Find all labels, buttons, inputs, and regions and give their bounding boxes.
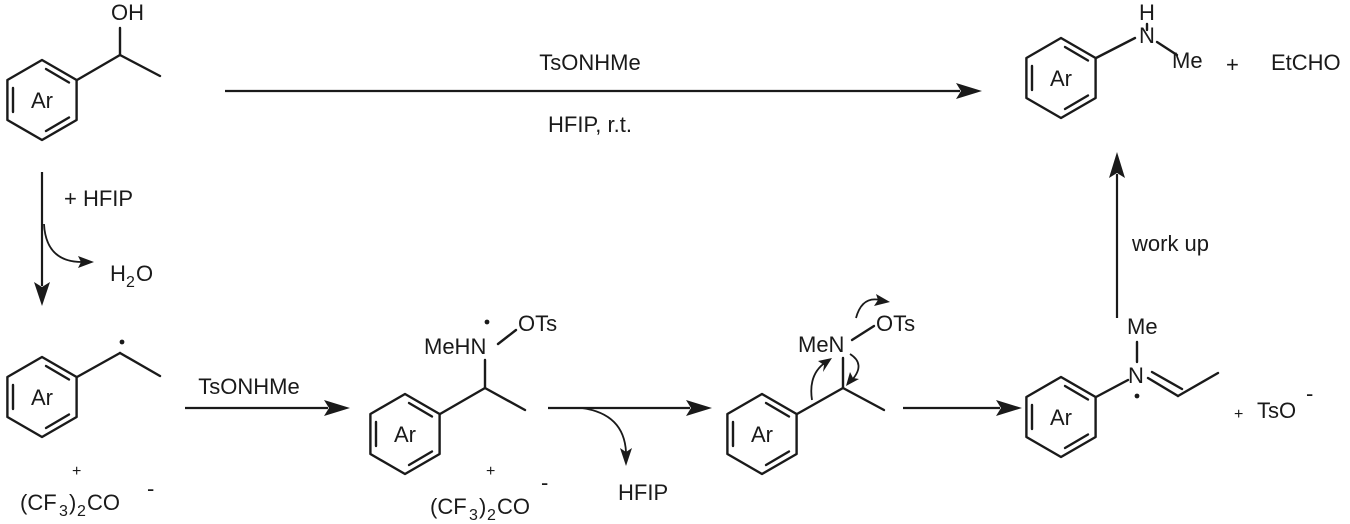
hfip-anion-sub1: 3 [59, 503, 68, 520]
step3-arrow: HFIP [548, 400, 712, 505]
aminium-adduct: Ar MeHN OTs + (CF 3 ) 2 CO - [369, 311, 557, 524]
water-o: O [136, 261, 153, 286]
benzylic-radical: Ar + (CF 3 ) 2 CO - [6, 339, 162, 520]
hfip-anion-part1: (CF [20, 490, 57, 515]
adduct-plus: + [486, 463, 495, 480]
product-h-label: H [1139, 0, 1155, 25]
adduct-ots: OTs [518, 311, 557, 336]
radical-dot [119, 339, 125, 345]
iminium-me: Me [1127, 314, 1158, 339]
adduct-anion-sub2: 2 [487, 507, 496, 524]
product-plus: + [1226, 52, 1239, 77]
product-n-label: N [1139, 23, 1155, 48]
iminium-intermediate: Ar Me N + TsO - [1025, 314, 1313, 459]
radical-cation-dot [484, 319, 490, 325]
migration-men: MeN [798, 332, 844, 357]
migration-intermediate: Ar MeN OTs [726, 294, 915, 476]
top-reagent: TsONHMe [539, 50, 640, 75]
step5-arrow: work up [1109, 152, 1209, 318]
adduct-anion-charge: - [541, 470, 548, 495]
step5-label: work up [1131, 231, 1209, 256]
hfip-anion-sub2: 2 [77, 503, 86, 520]
water-subscript: 2 [126, 274, 135, 291]
ring-label: Ar [394, 422, 416, 447]
top-conditions: HFIP, r.t. [548, 112, 632, 137]
ring-label: Ar [1050, 66, 1072, 91]
step2-arrow: TsONHMe [185, 374, 350, 416]
hfip-anion-part2: ) [69, 490, 76, 515]
iminium-plus: + [1234, 406, 1243, 423]
radical-cation-dot [1134, 393, 1140, 399]
product-n-methylaniline: Ar H N Me + EtCHO [1025, 0, 1341, 120]
start-alcohol: Ar OH [6, 0, 162, 142]
top-reaction-arrow: TsONHMe HFIP, r.t. [225, 50, 982, 137]
ring-label: Ar [31, 88, 53, 113]
step4-arrow [903, 400, 1022, 416]
step1-arrow: + HFIP H 2 O [34, 172, 153, 306]
adduct-mehn: MeHN [424, 334, 486, 359]
migration-ots: OTs [876, 311, 915, 336]
step1-reagent: + HFIP [64, 186, 133, 211]
adduct-anion-part1: (CF [430, 494, 467, 519]
water-h: H [110, 261, 126, 286]
ring-label: Ar [31, 385, 53, 410]
iminium-n: N [1128, 363, 1144, 388]
tosylate-label: TsO [1257, 398, 1296, 423]
tosylate-charge: - [1306, 381, 1313, 406]
hfip-anion-part3: CO [87, 490, 120, 515]
adduct-anion-part2: ) [479, 494, 486, 519]
step3-loss: HFIP [618, 480, 668, 505]
ring-label: Ar [1050, 405, 1072, 430]
adduct-anion-part3: CO [497, 494, 530, 519]
byproduct-label: EtCHO [1271, 50, 1341, 75]
hydroxyl-label: OH [111, 0, 144, 25]
step2-reagent: TsONHMe [198, 374, 299, 399]
radical-plus: + [72, 463, 81, 480]
adduct-anion-sub1: 3 [469, 507, 478, 524]
product-me-label: Me [1172, 48, 1203, 73]
ring-label: Ar [751, 422, 773, 447]
hfip-anion-charge: - [147, 476, 154, 501]
